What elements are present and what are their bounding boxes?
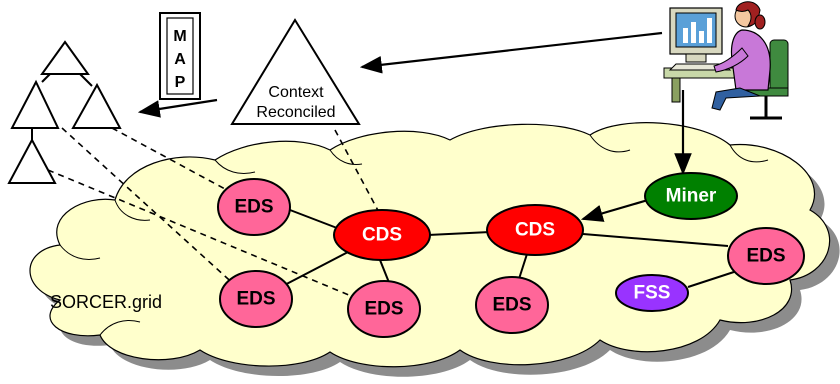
node-eds-far-right-label: EDS bbox=[746, 246, 785, 267]
node-eds-bottom-left: EDS bbox=[219, 270, 293, 328]
tree-triangle-mid-left bbox=[10, 79, 60, 129]
context-line1: Context bbox=[268, 84, 324, 101]
node-cds-left-label: CDS bbox=[362, 225, 402, 246]
node-eds-top-label: EDS bbox=[234, 197, 273, 218]
context-reconciled-triangle: Context Reconciled bbox=[230, 18, 361, 125]
node-miner-label: Miner bbox=[666, 186, 717, 207]
node-cds-left: CDS bbox=[333, 209, 431, 261]
arrows bbox=[137, 31, 692, 222]
context-line2: Reconciled bbox=[256, 104, 335, 121]
node-fss-label: FSS bbox=[634, 283, 671, 304]
tree-triangle-bottom bbox=[7, 137, 57, 184]
node-eds-top: EDS bbox=[217, 178, 291, 236]
node-eds-bottom-left-label: EDS bbox=[236, 289, 275, 310]
node-cds-right: CDS bbox=[486, 204, 584, 256]
node-fss: FSS bbox=[615, 274, 689, 312]
woman-at-computer-icon bbox=[663, 1, 789, 120]
tree-triangle-top bbox=[40, 40, 90, 75]
map-letter-m: M bbox=[173, 28, 186, 45]
node-cds-right-label: CDS bbox=[515, 220, 555, 241]
node-eds-bottom-mid: EDS bbox=[347, 280, 421, 338]
map-box: M A P bbox=[159, 12, 201, 100]
node-eds-bottom-right-label: EDS bbox=[492, 295, 531, 316]
tree-diagram bbox=[7, 40, 122, 184]
node-eds-bottom-right: EDS bbox=[475, 276, 549, 334]
dashed-links bbox=[47, 127, 383, 299]
tree-triangle-mid-right bbox=[71, 82, 122, 129]
node-eds-bottom-mid-label: EDS bbox=[364, 299, 403, 320]
cloud-inner-arcs bbox=[59, 134, 769, 336]
map-letter-a: A bbox=[174, 51, 186, 68]
node-miner: Miner bbox=[644, 172, 738, 220]
map-letter-p: P bbox=[175, 74, 186, 91]
arrow-context-to-tree bbox=[137, 98, 218, 118]
cloud-label: SORCER.grid bbox=[50, 292, 162, 312]
arrow-miner-to-cds bbox=[580, 198, 649, 222]
node-eds-far-right: EDS bbox=[727, 227, 805, 285]
arrow-user-to-context bbox=[359, 31, 663, 74]
